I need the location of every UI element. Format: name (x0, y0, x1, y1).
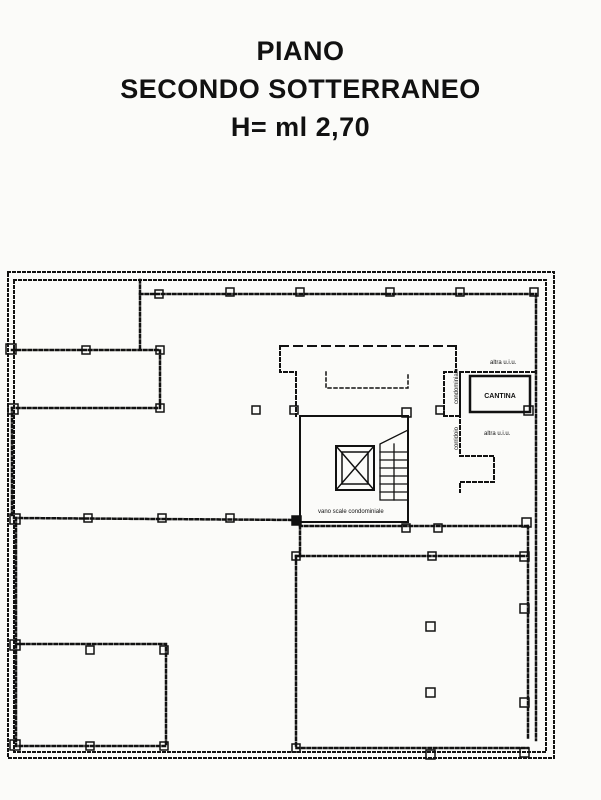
stairwell-label: vano scale condominiale (318, 509, 384, 515)
outer-wall (7, 271, 555, 759)
corridor-label: corridoio (454, 426, 460, 450)
column-markers (5, 287, 539, 760)
cantina-room (468, 374, 532, 414)
other-unit-label-bottom: altra u.i.u. (484, 431, 511, 437)
title-line-level: SECONDO SOTTERRANEO (120, 74, 481, 104)
other-unit-label-top: altra u.i.u. (490, 360, 517, 366)
room-left-lower (14, 516, 168, 748)
condominium-label: condominiale (454, 368, 460, 404)
room-right-lower (294, 524, 530, 750)
cantina-label: CANTINA (484, 393, 516, 400)
title-line-height: H= ml 2,70 (230, 112, 371, 142)
title-line-floor: PIANO (256, 36, 345, 66)
stair-core (279, 345, 457, 523)
room-left-upper (10, 348, 162, 520)
plan-title: PIANO SECONDO SOTTERRANEO H= ml 2,70 (0, 32, 601, 146)
corridor-block (443, 371, 539, 493)
